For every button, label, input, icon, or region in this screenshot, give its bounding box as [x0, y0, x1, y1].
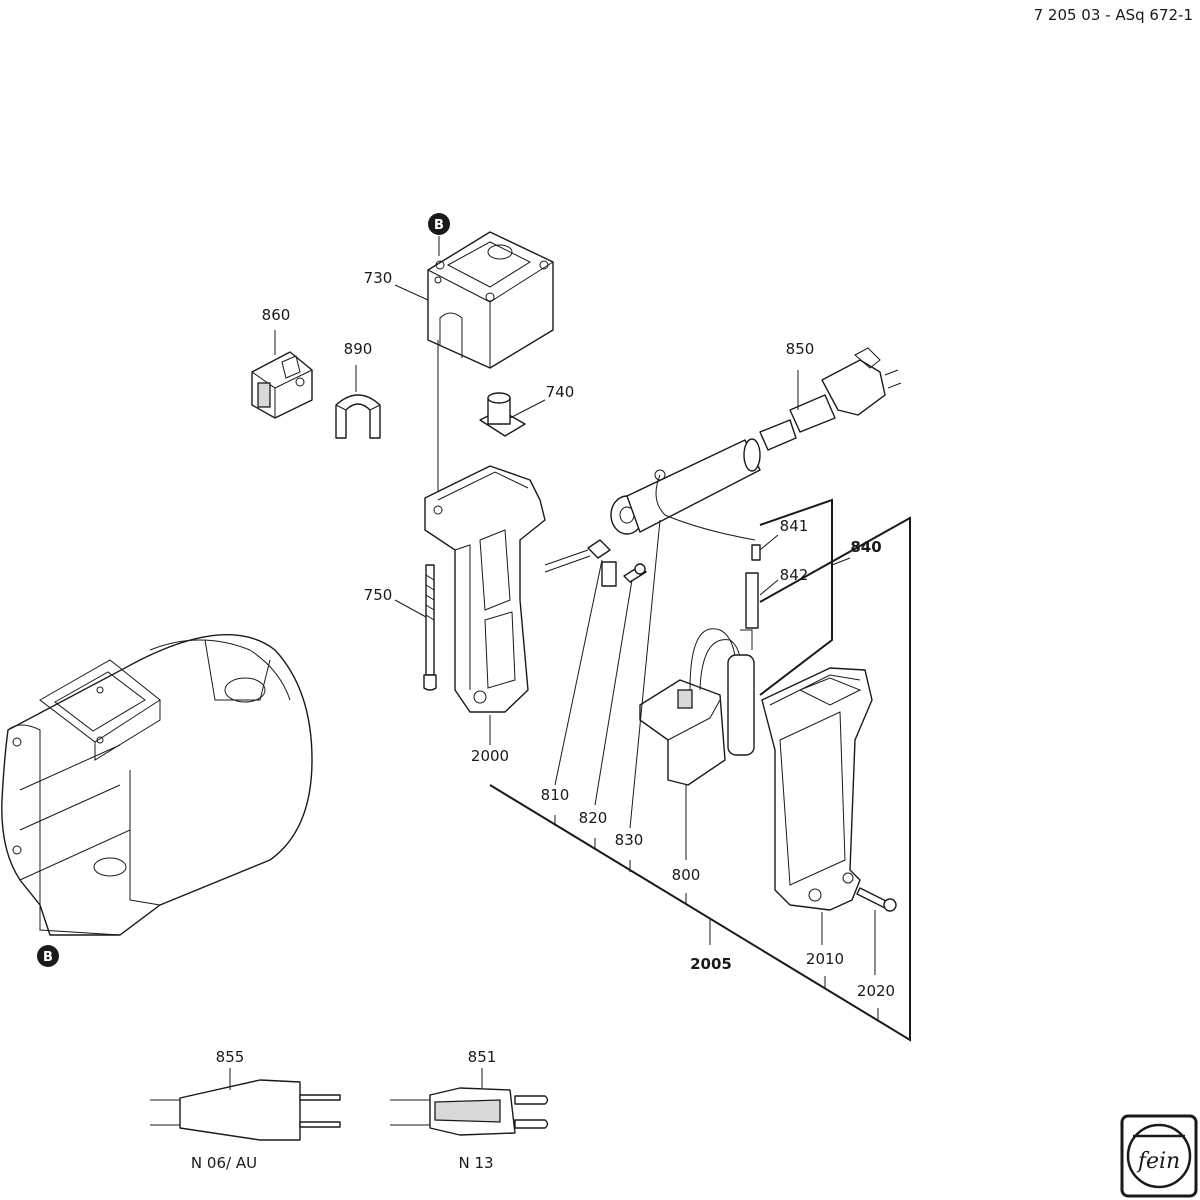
label-750: 750	[364, 586, 393, 604]
label-810: 810	[541, 786, 570, 804]
plug-855	[150, 1079, 341, 1141]
screw-2020	[856, 887, 897, 912]
screw-750	[423, 564, 437, 691]
label-800: 800	[672, 866, 701, 884]
label-2005: 2005	[690, 955, 732, 973]
fein-logo-text: fein	[1136, 1149, 1180, 1174]
part-labels: 730 740 750 860 890 850 841 842 840 2000…	[191, 269, 895, 1172]
marker-b-top-letter: B	[434, 218, 444, 233]
switch-cover-730	[427, 231, 554, 369]
label-890: 890	[344, 340, 373, 358]
motor-housing	[1, 634, 313, 936]
label-842: 842	[780, 566, 809, 584]
label-730: 730	[364, 269, 393, 287]
label-740: 740	[546, 383, 575, 401]
switch-knob-740	[479, 392, 526, 437]
label-855: 855	[216, 1048, 245, 1066]
label-2020: 2020	[857, 982, 895, 1000]
label-820: 820	[579, 809, 608, 827]
sleeve-842	[745, 572, 759, 629]
cable-connector-810	[544, 539, 611, 573]
handle-half-2010	[761, 667, 873, 911]
ground-wire	[655, 474, 756, 541]
label-840: 840	[850, 538, 881, 556]
label-851: 851	[468, 1048, 497, 1066]
handle-half-2000	[424, 465, 546, 713]
label-2000: 2000	[471, 747, 509, 765]
label-860: 860	[262, 306, 291, 324]
marker-b-bottom-letter: B	[43, 950, 53, 965]
label-841: 841	[780, 517, 809, 535]
label-850: 850	[786, 340, 815, 358]
cable-grommet-830	[610, 438, 761, 535]
variant-label-855: N 06/ AU	[191, 1154, 257, 1172]
assembly-bracket-2005	[489, 516, 911, 1042]
switch-module-860	[251, 351, 313, 419]
plug-851	[390, 1087, 549, 1136]
variant-label-851: N 13	[458, 1154, 493, 1172]
label-830: 830	[615, 831, 644, 849]
power-cable-850	[759, 347, 902, 451]
assembly-bracket-840	[759, 498, 851, 696]
document-reference: 7 205 03 - ASq 672-1	[1034, 6, 1193, 24]
strain-relief-820	[601, 561, 647, 587]
marker-b-bottom: B	[37, 945, 59, 967]
switch-800	[639, 628, 755, 786]
cable-clip-890	[335, 394, 381, 439]
fein-logo: fein	[1120, 1114, 1198, 1198]
marker-b-top: B	[428, 213, 450, 235]
label-2010: 2010	[806, 950, 844, 968]
terminal-841	[751, 544, 761, 561]
leader-lines	[229, 284, 876, 1090]
